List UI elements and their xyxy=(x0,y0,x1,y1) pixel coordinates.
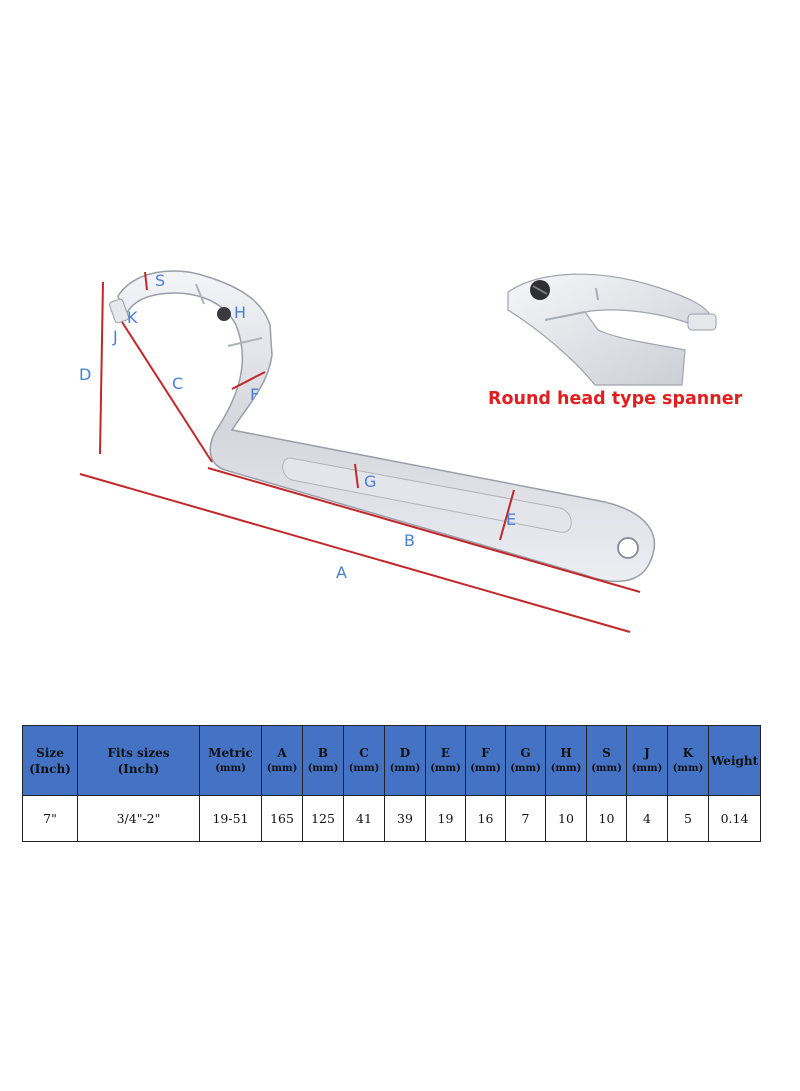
column-header: G (mm) xyxy=(505,725,546,796)
column-unit: (mm) xyxy=(510,762,541,774)
column-header: A (mm) xyxy=(261,725,303,796)
column-unit: (mm) xyxy=(348,762,380,774)
column-header: H (mm) xyxy=(545,725,587,796)
table-cell-k: 5 xyxy=(667,795,709,842)
column-name: Size xyxy=(36,745,64,760)
column-name: K xyxy=(682,745,694,760)
column-header: Size(Inch) xyxy=(22,725,78,796)
column-header: J (mm) xyxy=(626,725,668,796)
dimension-line-a xyxy=(79,473,631,633)
label-c: C xyxy=(172,374,183,393)
dimension-line-d xyxy=(99,281,104,455)
dimension-line-e xyxy=(499,489,515,541)
column-header: S (mm) xyxy=(586,725,627,796)
column-unit: (mm) xyxy=(389,762,421,774)
column-header: B (mm) xyxy=(302,725,344,796)
column-name: D xyxy=(399,745,411,760)
dimension-lines xyxy=(79,271,641,633)
label-d: D xyxy=(79,365,91,384)
table-cell-metric: 19-51 xyxy=(199,795,262,842)
spec-table: Size(Inch) Fits sizes(Inch) Metric(mm) A… xyxy=(22,725,761,842)
spanner-diagram: A B C D E F G H J K S xyxy=(79,270,717,633)
dimension-line-g xyxy=(354,463,359,489)
column-name: A xyxy=(277,745,287,760)
column-name: F xyxy=(481,745,490,760)
dimension-line-s xyxy=(144,271,148,291)
label-j: J xyxy=(112,327,118,346)
column-name: Metric xyxy=(208,745,253,760)
table-cell-s: 10 xyxy=(586,795,627,842)
round-head-spanner-illustration xyxy=(507,273,717,386)
column-header: E (mm) xyxy=(425,725,466,796)
column-name: S xyxy=(602,745,611,760)
table-header-row: Size(Inch) Fits sizes(Inch) Metric(mm) A… xyxy=(22,725,761,796)
column-name: E xyxy=(440,745,451,760)
label-g: G xyxy=(364,472,376,491)
round-head-spanner-caption: Round head type spanner xyxy=(488,389,743,409)
column-header: Weight xyxy=(708,725,761,796)
column-unit: (mm) xyxy=(470,762,501,774)
dimension-line-b xyxy=(207,467,641,593)
column-name: G xyxy=(520,745,531,760)
column-header: C (mm) xyxy=(343,725,385,796)
label-e: E xyxy=(506,510,516,529)
table-cell-e: 19 xyxy=(425,795,466,842)
dimension-line-f xyxy=(231,371,266,390)
table-cell-d: 39 xyxy=(384,795,426,842)
column-name: H xyxy=(560,745,572,760)
table-cell-f: 16 xyxy=(465,795,506,842)
table-cell-g: 7 xyxy=(505,795,546,842)
label-h: H xyxy=(234,303,246,322)
column-header: Fits sizes(Inch) xyxy=(77,725,200,796)
column-unit: (mm) xyxy=(430,762,461,774)
column-name: Fits sizes xyxy=(107,745,170,760)
column-unit: (Inch) xyxy=(29,761,71,776)
table-cell-h: 10 xyxy=(545,795,587,842)
column-unit: (mm) xyxy=(307,762,339,774)
hook-spanner-illustration xyxy=(109,270,656,583)
column-unit: (mm) xyxy=(631,762,663,774)
table-cell-a: 165 xyxy=(261,795,303,842)
label-k: K xyxy=(127,308,138,327)
column-unit: (mm) xyxy=(266,762,298,774)
label-s: S xyxy=(155,271,165,290)
dimension-labels: A B C D E F G H J K S xyxy=(79,271,516,582)
column-unit: (mm) xyxy=(591,762,622,774)
column-header: K (mm) xyxy=(667,725,709,796)
column-header: D (mm) xyxy=(384,725,426,796)
table-cell-weight: 0.14 xyxy=(708,795,761,842)
column-unit: (mm) xyxy=(550,762,582,774)
column-name: J xyxy=(644,745,650,760)
column-unit: (mm) xyxy=(672,762,704,774)
label-a: A xyxy=(336,563,347,582)
table-cell-fits-sizes: 3/4"-2" xyxy=(77,795,200,842)
label-f: F xyxy=(250,385,259,404)
table-cell-j: 4 xyxy=(626,795,668,842)
table-cell-size: 7" xyxy=(22,795,78,842)
column-name: B xyxy=(317,745,329,760)
column-unit: (Inch) xyxy=(117,761,160,776)
table-cell-c: 41 xyxy=(343,795,385,842)
column-unit: (mm) xyxy=(215,762,246,774)
column-name: Weight xyxy=(710,753,759,768)
column-header: Metric (mm) xyxy=(199,725,262,796)
column-header: F (mm) xyxy=(465,725,506,796)
column-name: C xyxy=(359,745,369,760)
dimension-line-c xyxy=(121,321,213,463)
table-row: 7" 3/4"-2" 19-51 165 125 41 39 19 16 7 1… xyxy=(22,795,761,842)
label-b: B xyxy=(404,531,415,550)
table-cell-b: 125 xyxy=(302,795,344,842)
